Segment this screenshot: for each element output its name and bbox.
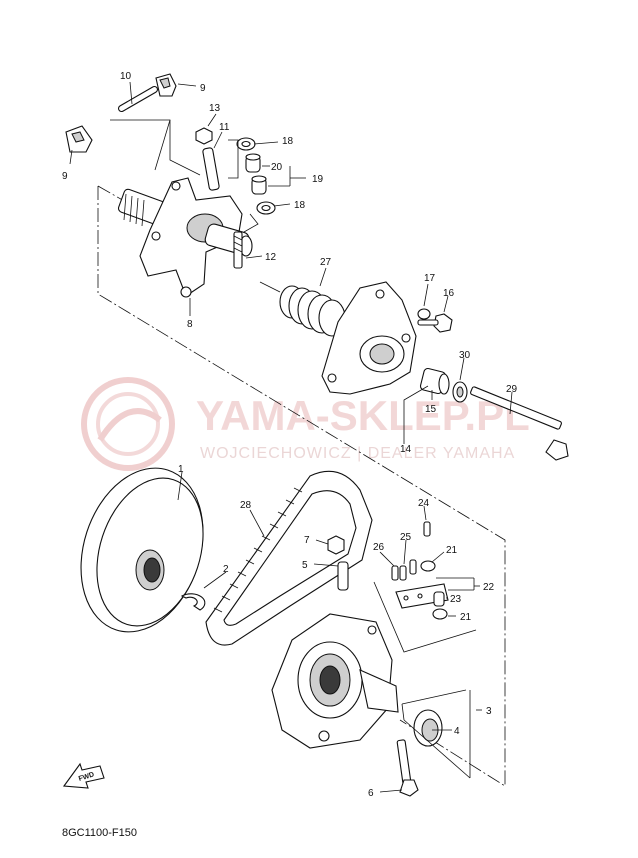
callout-25: 25 xyxy=(400,532,412,543)
callout-27: 27 xyxy=(320,257,332,268)
callout-26: 26 xyxy=(373,542,385,553)
washer-17 xyxy=(417,308,431,320)
cover-14 xyxy=(321,281,417,395)
callout-11: 11 xyxy=(219,122,230,133)
callout-20: 20 xyxy=(271,162,283,173)
watermark-title: YAMA-SKLEP.PL xyxy=(196,392,530,439)
callout-10: 10 xyxy=(120,71,132,82)
bushing-4 xyxy=(413,709,443,747)
bolt-24 xyxy=(423,521,431,537)
callout-2: 2 xyxy=(223,564,229,575)
callout-21a: 21 xyxy=(446,545,458,556)
fwd-label: FWD xyxy=(78,771,95,783)
callout-29: 29 xyxy=(506,384,518,395)
roller-23 xyxy=(433,591,445,607)
belt-28 xyxy=(205,470,373,646)
callout-6: 6 xyxy=(368,788,374,799)
bolt-12 xyxy=(233,231,243,269)
pin-10 xyxy=(117,85,159,113)
callout-15: 15 xyxy=(425,404,437,415)
callout-9a: 9 xyxy=(200,83,206,94)
callout-7: 7 xyxy=(304,535,310,546)
roller-20-lower xyxy=(251,175,267,195)
spring-27 xyxy=(259,281,346,337)
nut-7 xyxy=(327,535,345,555)
callout-28: 28 xyxy=(240,500,252,511)
washer-30 xyxy=(452,381,468,403)
callout-5: 5 xyxy=(302,560,308,571)
callout-8: 8 xyxy=(187,319,193,330)
callout-17: 17 xyxy=(424,273,436,284)
nut-13 xyxy=(195,127,213,145)
callout-16: 16 xyxy=(443,288,455,299)
callout-4: 4 xyxy=(454,726,460,737)
roller-20-upper xyxy=(245,153,261,173)
bushing-15 xyxy=(419,367,450,395)
callout-19: 19 xyxy=(312,174,324,185)
callout-23: 23 xyxy=(450,594,462,605)
leader-lines xyxy=(69,81,513,793)
watermark: YAMA-SKLEP.PL WOJCIECHOWICZ | DEALER YAM… xyxy=(81,377,530,471)
clip-2 xyxy=(180,593,206,611)
bolt-6 xyxy=(396,739,419,797)
callout-1: 1 xyxy=(178,464,184,475)
dash-lines-lower xyxy=(373,581,477,779)
watermark-logo-icon xyxy=(81,377,175,471)
shaft-11 xyxy=(202,147,220,191)
pins-25-26 xyxy=(391,559,417,581)
bolt-29 xyxy=(470,386,569,461)
callout-24: 24 xyxy=(418,498,430,509)
callout-13: 13 xyxy=(209,103,221,114)
callout-18b: 18 xyxy=(294,200,306,211)
washer-21-lower xyxy=(432,608,448,620)
diagram-code: 8GC1100-F150 xyxy=(62,827,137,839)
callout-3: 3 xyxy=(486,706,492,717)
sheave-1 xyxy=(80,467,204,633)
callout-9b: 9 xyxy=(62,171,68,182)
callout-22: 22 xyxy=(483,582,495,593)
callout-21b: 21 xyxy=(460,612,472,623)
watermark-subtitle: WOJCIECHOWICZ | DEALER YAMAHA xyxy=(200,445,515,462)
washer-18-upper xyxy=(236,137,256,151)
primary-clutch-assembly xyxy=(65,73,276,298)
callout-14: 14 xyxy=(400,444,412,455)
pin-5 xyxy=(337,561,349,591)
washer-18-lower xyxy=(256,201,276,215)
callouts: 10 9 9 13 11 18 20 19 18 12 8 27 17 16 3… xyxy=(62,71,518,799)
washer-21-upper xyxy=(420,560,436,572)
callout-18a: 18 xyxy=(282,136,294,147)
fwd-arrow-icon: FWD xyxy=(62,762,105,789)
callout-12: 12 xyxy=(265,252,277,263)
callout-30: 30 xyxy=(459,350,471,361)
weight-9-lower xyxy=(65,125,93,153)
weight-9-upper xyxy=(155,73,177,97)
bolt-16 xyxy=(417,313,453,333)
housing-3 xyxy=(271,613,399,749)
